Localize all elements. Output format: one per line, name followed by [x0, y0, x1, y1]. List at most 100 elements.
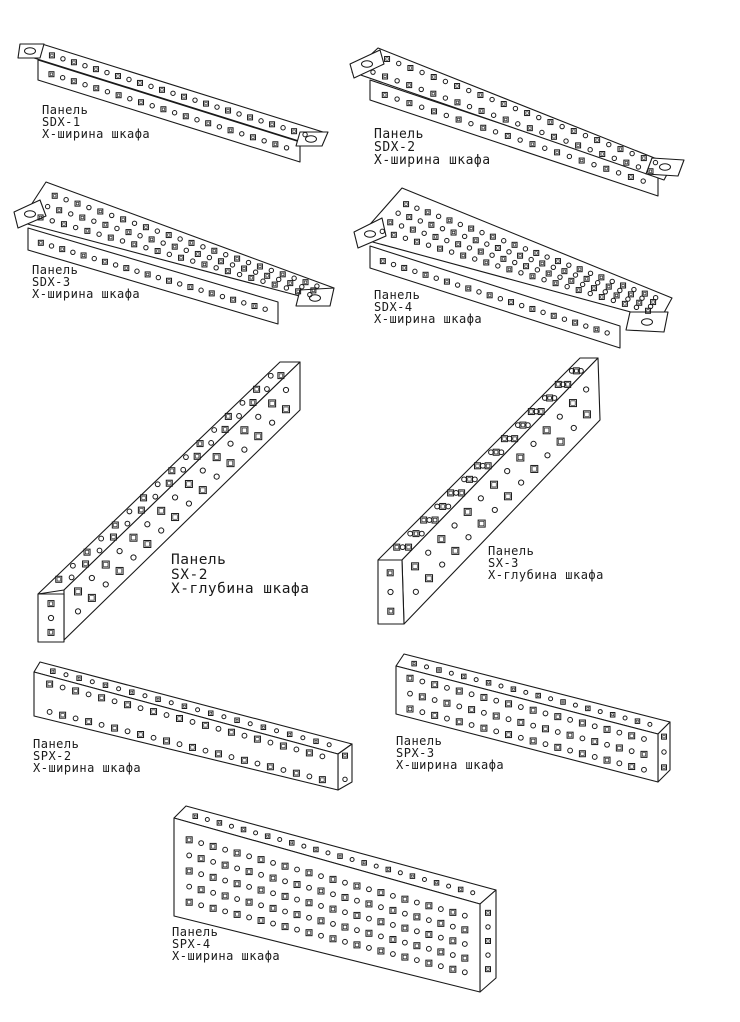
square-hole [182, 95, 186, 99]
square-hole [111, 724, 119, 732]
square-hole [173, 245, 177, 249]
square-hole [529, 737, 537, 745]
square-hole [341, 893, 349, 901]
square-hole [47, 682, 52, 687]
round-hole [413, 957, 420, 964]
square-hole [629, 764, 634, 769]
square-hole [233, 849, 241, 857]
square-hole [48, 52, 55, 59]
square-hole [330, 936, 335, 941]
label-note: X-ширина шкафа [32, 287, 141, 301]
round-hole [390, 922, 396, 928]
square-hole [242, 758, 247, 763]
square-hole [290, 841, 294, 845]
square-hole [169, 468, 174, 473]
square-hole [481, 126, 485, 130]
square-hole [83, 548, 91, 556]
square-hole [269, 400, 275, 406]
round-hole [402, 910, 408, 917]
square-hole [249, 134, 256, 141]
square-hole [407, 83, 411, 87]
square-hole [430, 74, 437, 81]
square-hole [85, 718, 93, 726]
square-hole [550, 312, 557, 319]
round-hole [566, 262, 572, 268]
round-hole [131, 220, 138, 226]
square-hole [264, 833, 271, 839]
square-hole [172, 514, 178, 520]
round-hole [563, 138, 569, 144]
round-hole [444, 715, 450, 722]
square-hole [520, 423, 525, 428]
square-hole [401, 924, 409, 932]
square-hole [158, 86, 165, 93]
square-hole [167, 481, 172, 486]
square-hole [271, 876, 276, 881]
square-hole [148, 236, 155, 243]
round-hole [148, 83, 154, 90]
square-hole [254, 387, 259, 392]
round-hole [579, 735, 586, 742]
square-hole [591, 738, 599, 746]
square-hole [211, 906, 216, 911]
square-hole [184, 114, 188, 118]
label-note: X-глубина шкафа [488, 568, 604, 582]
square-hole [286, 731, 293, 738]
square-hole [194, 250, 201, 257]
round-hole [219, 293, 226, 300]
round-hole [387, 588, 394, 596]
round-hole [378, 933, 384, 940]
square-hole [281, 923, 289, 931]
square-hole [641, 752, 646, 757]
square-hole [377, 947, 385, 955]
square-hole [210, 291, 214, 295]
round-hole [354, 927, 360, 934]
square-hole [662, 735, 666, 739]
panel-front [33, 671, 339, 791]
square-hole [481, 695, 486, 700]
square-hole [570, 400, 576, 406]
square-hole [204, 102, 208, 106]
round-hole [641, 766, 647, 773]
round-hole [615, 170, 622, 176]
square-hole [103, 562, 109, 568]
square-hole [378, 890, 383, 895]
square-hole [384, 55, 391, 62]
round-hole [91, 255, 97, 262]
square-hole [187, 900, 192, 905]
square-hole [329, 935, 337, 943]
square-hole [138, 81, 142, 85]
round-hole [137, 705, 144, 712]
square-hole [154, 248, 161, 255]
round-hole [247, 721, 253, 727]
square-hole [572, 319, 579, 326]
square-hole [648, 169, 652, 173]
square-hole [651, 300, 655, 304]
square-hole [599, 275, 603, 279]
square-hole [432, 682, 437, 687]
round-hole [158, 527, 165, 534]
square-hole [98, 694, 106, 702]
round-hole [489, 96, 495, 103]
round-hole [293, 746, 300, 753]
square-hole [468, 225, 475, 232]
square-hole [480, 724, 488, 732]
square-hole [269, 874, 277, 882]
square-hole [48, 601, 53, 606]
square-hole [437, 919, 445, 927]
square-hole [435, 881, 438, 885]
square-hole [97, 208, 104, 215]
square-hole [271, 281, 278, 288]
square-hole [137, 506, 145, 514]
square-hole [366, 931, 371, 936]
square-hole [342, 925, 347, 930]
round-hole [302, 131, 308, 138]
square-hole [387, 868, 390, 871]
round-hole [222, 877, 229, 884]
square-hole [494, 714, 499, 719]
round-hole [493, 697, 500, 704]
square-hole [92, 66, 99, 73]
round-hole [476, 289, 482, 295]
square-hole [387, 607, 395, 615]
square-hole [130, 690, 134, 694]
